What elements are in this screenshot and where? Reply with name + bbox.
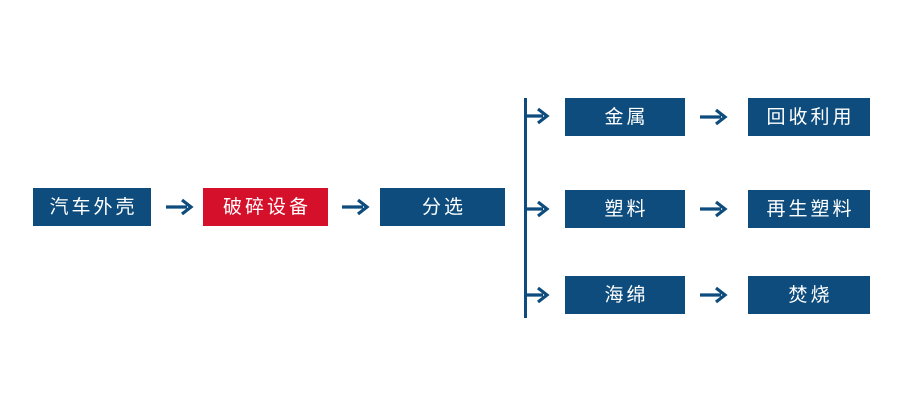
node-metal-outcome[interactable]: 回收利用 [748, 98, 870, 136]
node-plastic-material-label: 塑料 [604, 198, 649, 220]
node-shell[interactable]: 汽车外壳 [33, 188, 151, 226]
node-crusher-label: 破碎设备 [222, 196, 311, 218]
node-plastic-outcome-label: 再生塑料 [766, 198, 855, 220]
node-metal-material[interactable]: 金属 [565, 98, 685, 136]
node-sponge-material-label: 海绵 [604, 284, 649, 306]
node-sorting-label: 分选 [421, 196, 466, 218]
node-sponge-outcome-label: 焚烧 [788, 284, 833, 306]
arrow-splitter-to-sponge [526, 285, 554, 305]
arrow-plastic-to-regenerated [700, 199, 732, 219]
arrow-splitter-to-metal [526, 106, 554, 126]
node-sorting[interactable]: 分选 [380, 188, 505, 226]
arrow-splitter-to-plastic [526, 199, 554, 219]
arrow-metal-to-recycle [700, 107, 732, 127]
node-sponge-outcome[interactable]: 焚烧 [748, 276, 870, 314]
node-shell-label: 汽车外壳 [49, 196, 138, 218]
splitter-vertical-line [524, 98, 527, 318]
node-sponge-material[interactable]: 海绵 [565, 276, 685, 314]
arrow-crusher-to-sorting [342, 197, 374, 217]
node-plastic-outcome[interactable]: 再生塑料 [748, 190, 870, 228]
arrow-shell-to-crusher [166, 197, 198, 217]
node-metal-outcome-label: 回收利用 [766, 106, 855, 128]
node-plastic-material[interactable]: 塑料 [565, 190, 685, 228]
node-metal-material-label: 金属 [604, 106, 649, 128]
arrow-sponge-to-incineration [700, 285, 732, 305]
node-crusher[interactable]: 破碎设备 [203, 188, 328, 226]
